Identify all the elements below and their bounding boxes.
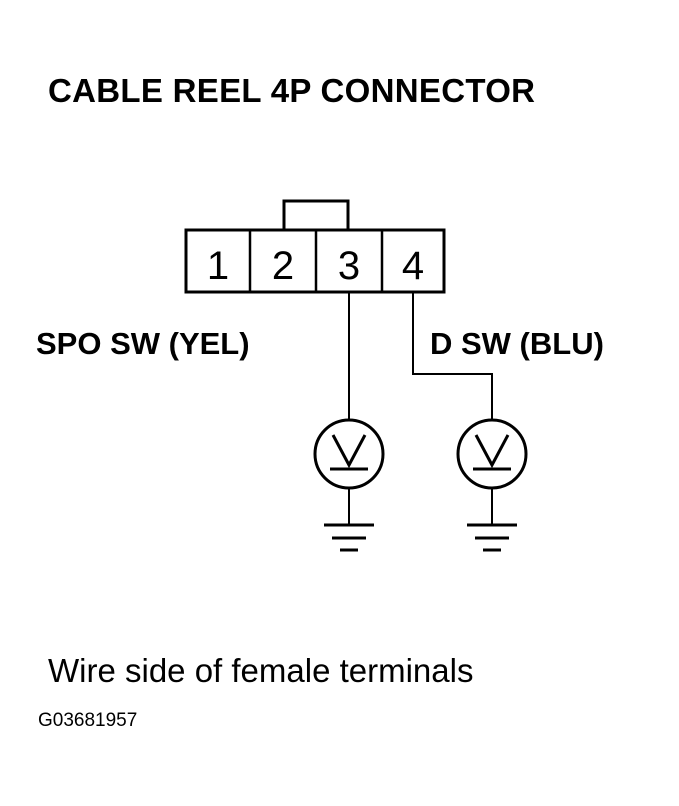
spo-sw-label: SPO SW (YEL) bbox=[36, 326, 250, 361]
ground-icon bbox=[324, 488, 374, 552]
d-sw-label: D SW (BLU) bbox=[430, 326, 604, 361]
voltmeter-icon bbox=[456, 418, 528, 490]
diagram-title: CABLE REEL 4P CONNECTOR bbox=[48, 72, 536, 109]
ground-icon bbox=[467, 488, 517, 552]
pin-number-4: 4 bbox=[402, 244, 424, 288]
wire-pin4 bbox=[412, 292, 493, 420]
voltmeter-icon bbox=[313, 418, 385, 490]
connector-body bbox=[184, 228, 446, 294]
pin-number-1: 1 bbox=[207, 244, 229, 288]
connector-lock-tab bbox=[282, 199, 350, 233]
pin-number-2: 2 bbox=[272, 244, 294, 288]
pin-number-3: 3 bbox=[338, 244, 360, 288]
figure-code: G03681957 bbox=[38, 710, 138, 731]
diagram-caption: Wire side of female terminals bbox=[48, 652, 474, 689]
